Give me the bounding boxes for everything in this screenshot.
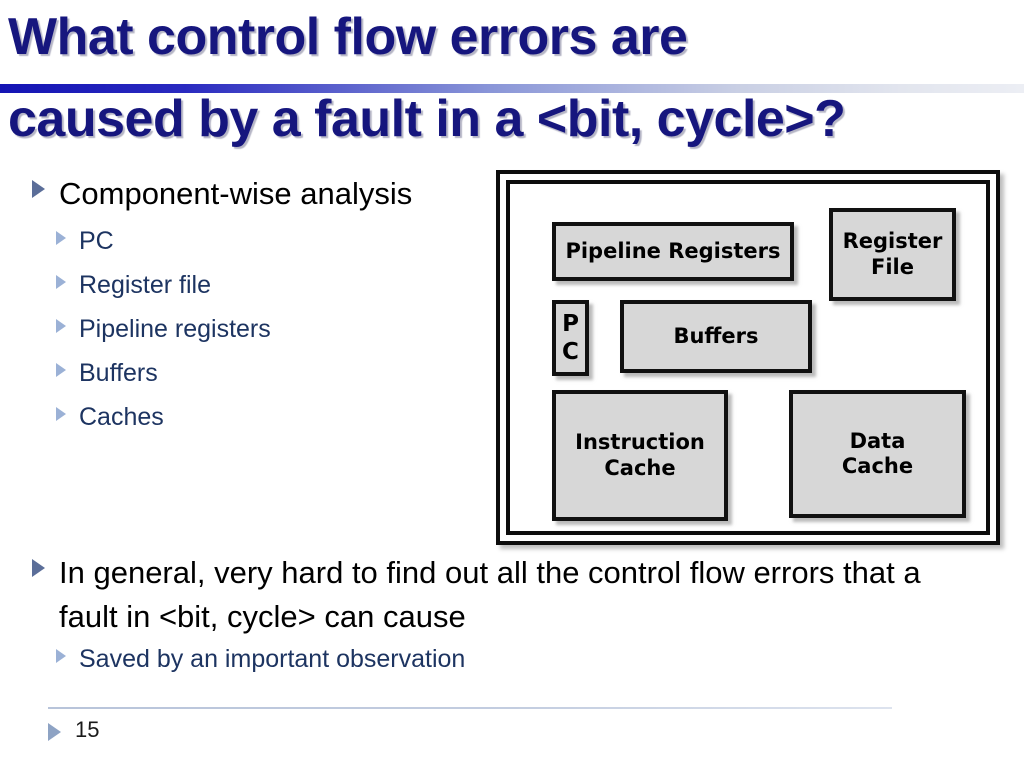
diagram-box-pipeline-registers: Pipeline Registers: [552, 222, 794, 281]
triangle-bullet-icon: [56, 231, 66, 246]
diagram-box-label: Instruction Cache: [575, 430, 705, 480]
diagram-box-label: Pipeline Registers: [565, 238, 781, 263]
bullet-label: In general, very hard to find out all th…: [59, 555, 921, 635]
diagram-box-label-line-2: C: [562, 339, 579, 365]
diagram-box-label-line-1: Data: [849, 428, 906, 453]
sub-bullet-label: Caches: [79, 403, 164, 431]
triangle-bullet-icon: [56, 407, 66, 422]
sub-bullet-label: Register file: [79, 271, 211, 299]
diagram-box-label-line-2: File: [871, 254, 914, 279]
processor-component-diagram: Pipeline Registers Register File P C Buf…: [496, 170, 1000, 545]
triangle-bullet-icon: [56, 275, 66, 290]
diagram-box-label: P C: [562, 310, 579, 366]
sub-bullet-label: PC: [79, 227, 114, 255]
page-number: 15: [75, 717, 100, 742]
diagram-box-label-line-2: Cache: [604, 455, 676, 480]
diagram-box-data-cache: Data Cache: [789, 390, 966, 518]
page-title-line-1: What control flow errors are: [8, 8, 688, 66]
sub-bullet-item-pc: PC: [56, 223, 114, 259]
diagram-box-pc: P C: [552, 300, 589, 376]
diagram-box-label-line-1: P: [562, 310, 579, 337]
diagram-box-label: Data Cache: [842, 429, 913, 479]
page-number-row: 15: [48, 717, 100, 742]
bullet-item-general-difficulty: In general, very hard to find out all th…: [32, 551, 932, 639]
sub-bullet-item-saved-by-observation: Saved by an important observation: [56, 641, 465, 677]
triangle-bullet-icon: [32, 559, 45, 578]
sub-bullet-label: Pipeline registers: [79, 315, 271, 343]
diagram-box-label-line-1: Register: [842, 229, 943, 254]
bullet-label: Component-wise analysis: [59, 176, 413, 211]
sub-bullet-item-register-file: Register file: [56, 267, 211, 303]
diagram-box-instruction-cache: Instruction Cache: [552, 390, 728, 521]
page-title-line-2: caused by a fault in a <bit, cycle>?: [8, 90, 846, 148]
diagram-box-label-line-2: Cache: [841, 454, 914, 478]
title-divider-rule: [0, 84, 1024, 93]
triangle-bullet-icon: [56, 649, 66, 664]
diagram-box-buffers: Buffers: [620, 300, 812, 373]
sub-bullet-item-buffers: Buffers: [56, 355, 158, 391]
sub-bullet-label: Saved by an important observation: [79, 645, 466, 673]
sub-bullet-item-caches: Caches: [56, 399, 164, 435]
triangle-bullet-icon: [56, 319, 66, 334]
page-title: What control flow errors are caused by a…: [8, 0, 1018, 160]
sub-bullet-item-pipeline-registers: Pipeline registers: [56, 311, 271, 347]
diagram-box-register-file: Register File: [829, 208, 956, 301]
triangle-bullet-icon: [48, 722, 61, 741]
diagram-box-label: Register File: [843, 229, 943, 279]
footer-divider-rule: [48, 707, 892, 709]
bullet-item-component-wise-analysis: Component-wise analysis: [32, 172, 502, 216]
triangle-bullet-icon: [32, 180, 45, 199]
sub-bullet-label: Buffers: [79, 359, 158, 387]
triangle-bullet-icon: [56, 363, 66, 378]
diagram-box-label: Buffers: [673, 323, 759, 348]
diagram-box-label-line-1: Instruction: [575, 430, 705, 455]
